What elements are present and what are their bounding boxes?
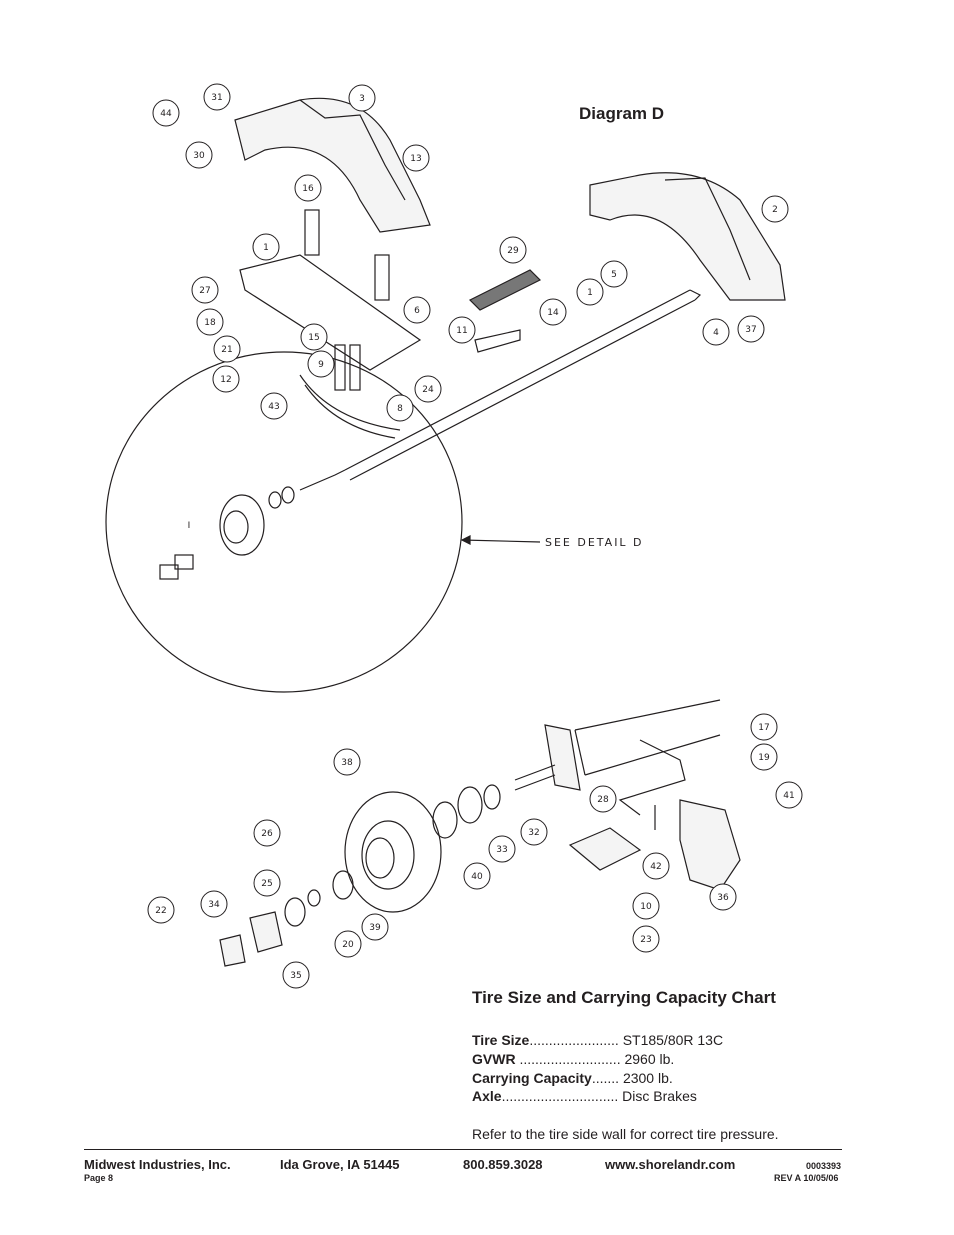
spring-bracket <box>239 254 422 371</box>
callout-14: 14 <box>547 308 559 318</box>
brake-rotor <box>344 791 442 913</box>
callout-43: 43 <box>268 402 279 412</box>
callout-10: 10 <box>640 902 652 912</box>
callout-44: 44 <box>160 109 172 119</box>
capacity-chart-title: Tire Size and Carrying Capacity Chart <box>472 988 776 1007</box>
spec-value: Disc Brakes <box>622 1088 697 1104</box>
callout-28: 28 <box>597 795 609 805</box>
callout-6: 6 <box>414 306 420 316</box>
leaf-spring <box>299 374 401 439</box>
right-fender <box>589 172 786 301</box>
callout-22: 22 <box>155 906 166 916</box>
spec-value: ST185/80R 13C <box>622 1032 724 1048</box>
callout-34: 34 <box>208 900 220 910</box>
callout-13: 13 <box>410 154 421 164</box>
spec-value: 2960 lb. <box>624 1051 675 1067</box>
callout-23: 23 <box>640 935 651 945</box>
callout-5: 5 <box>611 270 617 280</box>
callout-1b: 1 <box>587 288 593 298</box>
spec-row-tire-size: Tire Size....................... ST185/8… <box>472 1032 723 1048</box>
spec-dots: ....... <box>591 1070 620 1086</box>
callout-8: 8 <box>397 404 403 414</box>
spec-value: 2300 lb. <box>622 1070 673 1086</box>
axle-beam <box>344 289 696 481</box>
callout-42: 42 <box>650 862 661 872</box>
callout-16: 16 <box>302 184 314 194</box>
callout-31: 31 <box>211 93 222 103</box>
diagram-title: Diagram D <box>579 104 665 123</box>
spec-label: Carrying Capacity <box>472 1070 592 1086</box>
detail-circle <box>105 351 463 693</box>
callout-19: 19 <box>758 753 770 763</box>
spec-dots: .......................... <box>519 1051 621 1067</box>
callout-17: 17 <box>758 723 769 733</box>
callout-2: 2 <box>772 205 778 215</box>
spec-dots: ....................... <box>529 1032 619 1048</box>
spec-label: Axle <box>472 1088 502 1104</box>
callout-29: 29 <box>507 246 519 256</box>
callout-41: 41 <box>783 791 794 801</box>
footer-company: Midwest Industries, Inc. <box>84 1157 231 1172</box>
callout-20: 20 <box>342 940 354 950</box>
callout-12: 12 <box>220 375 231 385</box>
spec-row-gvwr: GVWR .......................... 2960 lb. <box>472 1051 674 1067</box>
callout-24: 24 <box>422 385 434 395</box>
callout-36: 36 <box>717 893 729 903</box>
footer-location: Ida Grove, IA 51445 <box>280 1157 400 1172</box>
spec-row-axle: Axle.............................. Disc … <box>472 1088 697 1104</box>
footer-doc-number: 0003393 <box>806 1161 842 1171</box>
callout-3: 3 <box>359 94 365 104</box>
see-detail-label: SEE DETAIL D <box>545 536 644 549</box>
callout-40: 40 <box>471 872 483 882</box>
callout-1a: 1 <box>263 243 269 253</box>
callout-9: 9 <box>318 360 324 370</box>
callout-4: 4 <box>713 328 719 338</box>
callout-33: 33 <box>496 845 507 855</box>
callout-21: 21 <box>221 345 232 355</box>
footer-website: www.shorelandr.com <box>605 1157 736 1172</box>
callout-25: 25 <box>261 879 272 889</box>
callout-30: 30 <box>193 151 205 161</box>
spec-dots: .............................. <box>501 1088 619 1104</box>
callout-39: 39 <box>369 923 381 933</box>
spec-label: GVWR <box>472 1051 516 1067</box>
callout-18: 18 <box>204 318 216 328</box>
callout-32: 32 <box>528 828 539 838</box>
callout-35: 35 <box>290 971 301 981</box>
tire-pressure-note: Refer to the tire side wall for correct … <box>472 1126 779 1142</box>
left-fender <box>234 97 431 233</box>
footer-divider <box>84 1149 842 1150</box>
callout-15: 15 <box>308 333 319 343</box>
callout-11: 11 <box>456 326 467 336</box>
detail-axle-tube <box>574 699 721 776</box>
callout-38: 38 <box>341 758 353 768</box>
brake-caliper <box>679 799 741 891</box>
callout-26: 26 <box>261 829 273 839</box>
callout-I: I <box>188 521 191 531</box>
footer-phone: 800.859.3028 <box>463 1157 543 1172</box>
spec-row-carrying-capacity: Carrying Capacity....... 2300 lb. <box>472 1070 673 1086</box>
callout-37: 37 <box>745 325 756 335</box>
footer-revision: REV A 10/05/06 <box>774 1173 839 1183</box>
callout-27: 27 <box>199 286 210 296</box>
spec-label: Tire Size <box>472 1032 530 1048</box>
footer-page-number: Page 8 <box>84 1173 114 1183</box>
